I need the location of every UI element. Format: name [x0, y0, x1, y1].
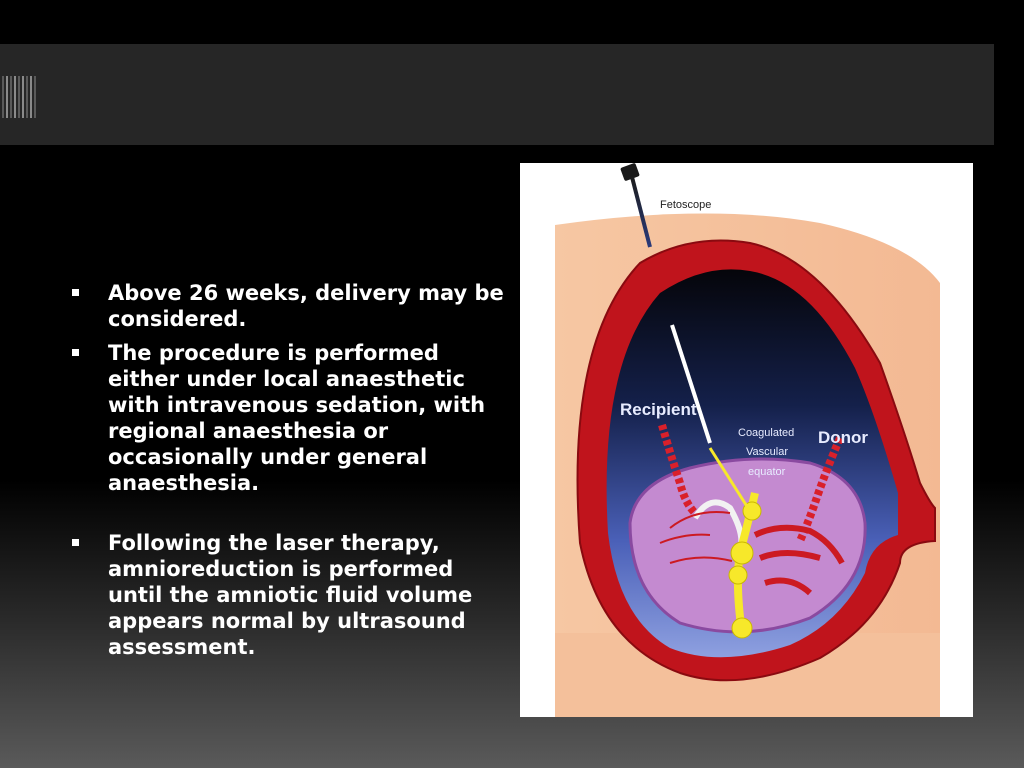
coagulated-label: Vascular — [746, 446, 788, 458]
fetoscope-shaft — [630, 176, 652, 248]
bullet-item: Above 26 weeks, delivery may be consider… — [70, 280, 510, 332]
recipient-cord — [658, 423, 698, 516]
fetoscope-tip — [620, 163, 640, 181]
decorative-barcode — [2, 76, 36, 118]
coagulated-label: Coagulated — [738, 427, 794, 439]
laser-beam — [708, 447, 750, 509]
fetoscopic-laser-illustration: Fetoscope Recipient Coagulated Vascular … — [520, 163, 973, 717]
bullet-text: Above 26 weeks, delivery may be consider… — [108, 281, 504, 331]
donor-vessels — [753, 524, 845, 596]
bullet-marker — [72, 289, 79, 296]
laser-fiber — [670, 324, 712, 444]
title-bar — [0, 44, 994, 145]
bullet-marker — [72, 539, 79, 546]
bullet-item: Following the laser therapy, amnioreduct… — [70, 530, 510, 660]
bullet-list: Above 26 weeks, delivery may be consider… — [70, 280, 510, 668]
bullet-text: Following the laser therapy, amnioreduct… — [108, 531, 473, 659]
coag-spot — [730, 541, 754, 565]
recipient-label: Recipient — [620, 400, 697, 419]
bullet-item: The procedure is performed either under … — [70, 340, 510, 496]
bullet-text: The procedure is performed either under … — [108, 341, 486, 495]
coagulated-label: equator — [748, 466, 786, 478]
illustration-svg: Fetoscope Recipient Coagulated Vascular … — [555, 163, 940, 717]
coag-spot — [728, 565, 748, 585]
recipient-vessels — [659, 511, 733, 564]
donor-label: Donor — [818, 428, 868, 447]
fetoscope-label: Fetoscope — [660, 199, 711, 211]
coag-spot — [731, 617, 753, 639]
bullet-marker — [72, 349, 79, 356]
